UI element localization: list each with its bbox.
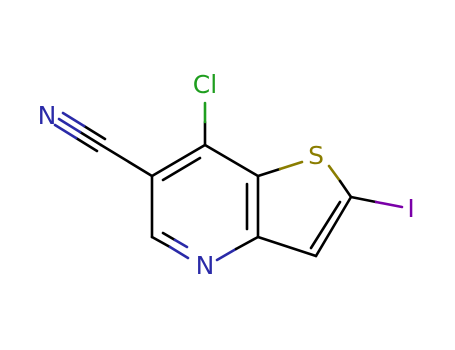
bond-c6-cn [99,143,154,178]
atom-labels: Cl S I N N [38,70,415,280]
bond-c2-c3 [314,195,353,258]
bonds [53,101,404,262]
bond-n4-c3a-nitrogen [215,247,238,262]
bond-c7-c6-inner [161,156,202,182]
bond-cn-triple-center-nitrogen [57,117,82,134]
bond-s1-c2-carbon [338,179,353,199]
bond-c2-i-carbon [349,195,378,204]
bond-c7-c7a [203,143,260,178]
bond-cn-triple-top-nitrogen [61,111,86,128]
bond-c7-c6 [150,143,207,178]
atom-label-nitrile-nitrogen: N [38,101,57,130]
bond-c2-i-iodine [374,200,404,209]
bond-cn-triple-top-carbon [82,124,107,141]
bond-s1-c2-sulfur [327,164,342,183]
bond-c3-c3a [256,235,318,258]
bond-c2-c3-inner [309,200,342,250]
bond-n4-c3a-carbon [234,235,260,251]
bond-c5-n4-inner-nitrogen [173,238,189,249]
bond-c5-n4-carbon [150,235,172,249]
bond-c7a-s1-sulfur [278,160,304,171]
bond-cn-triple-center-carbon [78,130,103,147]
atom-label-sulfur: S [308,141,324,170]
bond-cn-triple-bottom-carbon [74,136,99,153]
atom-label-pyridine-nitrogen: N [196,251,215,280]
bond-c7a-s1-carbon [256,167,282,178]
bond-c5-n4-nitrogen [168,245,190,260]
atom-label-chlorine: Cl [193,70,217,99]
bond-c5-n4-inner-carbon [161,231,177,242]
bond-cn-triple-bottom-nitrogen [53,123,78,140]
atom-label-iodine: I [407,194,414,223]
